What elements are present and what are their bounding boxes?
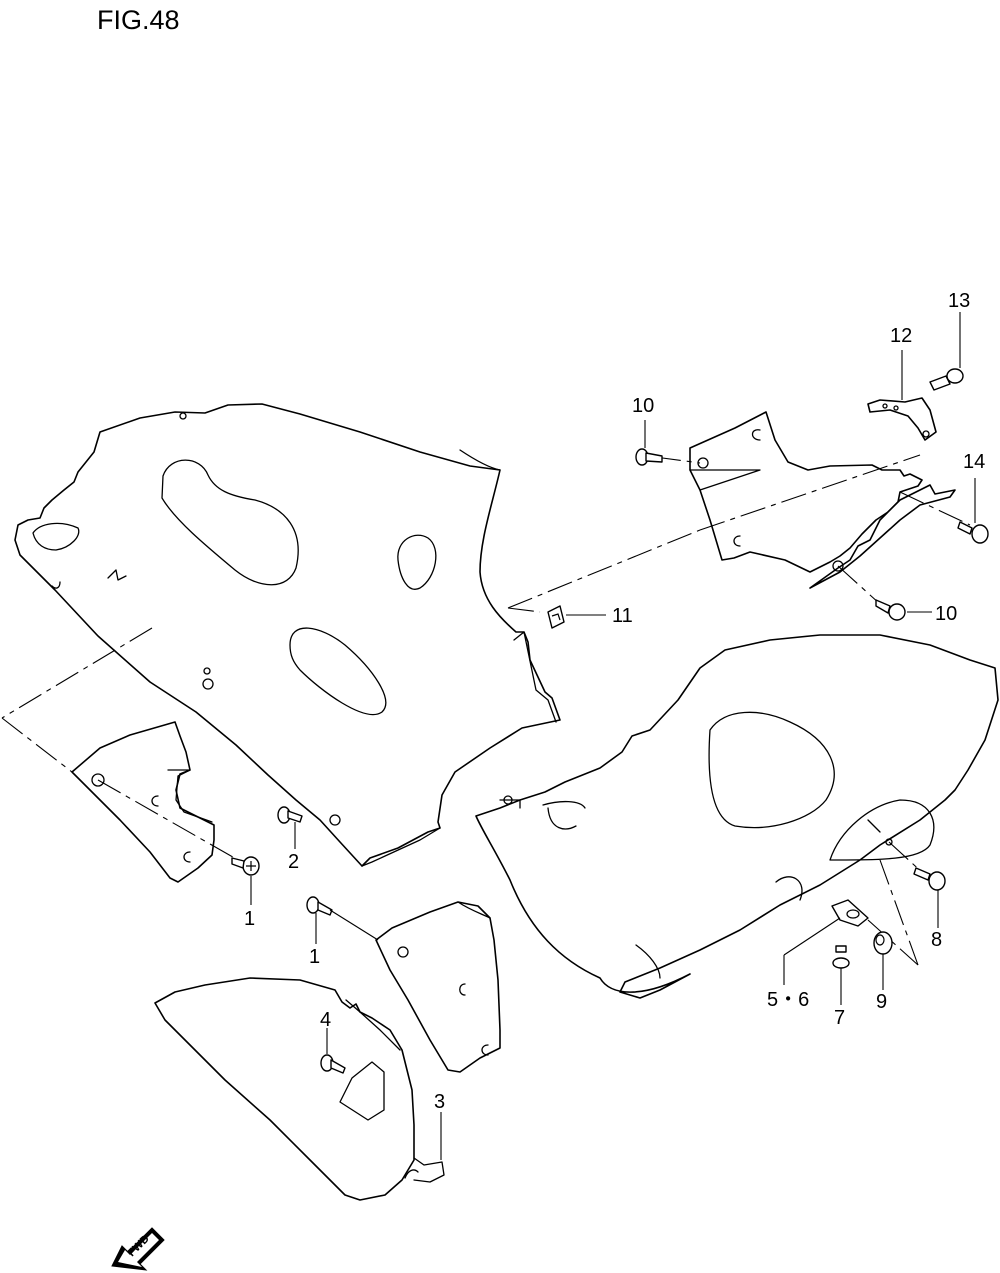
callout-10b: 10 <box>935 603 957 625</box>
fwd-arrow: FWD <box>111 1227 165 1271</box>
bolt-1a <box>231 856 260 876</box>
left-front-side-panel <box>71 721 215 883</box>
clip-5-6 <box>831 899 869 927</box>
part-12-stay <box>867 397 937 441</box>
callout-12: 12 <box>890 325 912 347</box>
left-under-cowling <box>14 403 561 867</box>
leader-lines <box>250 312 976 1160</box>
callout-11: 11 <box>612 605 633 627</box>
callout-13: 13 <box>948 290 970 312</box>
callout-labels: 1 1 2 3 4 5・6 7 8 9 10 10 11 12 13 14 <box>244 290 985 1113</box>
callout-14: 14 <box>963 451 985 473</box>
callout-5-6: 5・6 <box>767 989 809 1011</box>
screw-7 <box>832 945 850 969</box>
bolt-14 <box>957 521 989 544</box>
callout-2: 2 <box>288 851 299 873</box>
bolt-10b <box>875 599 906 621</box>
bolt-1b <box>306 896 333 916</box>
bolt-8 <box>913 867 946 891</box>
callout-7: 7 <box>834 1007 845 1029</box>
inner-lower-panel <box>375 901 501 1073</box>
lower-front-panel <box>154 977 445 1201</box>
callout-1b: 1 <box>309 946 320 968</box>
upper-right-panel <box>689 411 956 589</box>
grommet-9 <box>873 931 893 955</box>
nut-11 <box>547 605 565 629</box>
bolt-4 <box>320 1054 346 1074</box>
callout-8: 8 <box>931 929 942 951</box>
callout-9: 9 <box>876 991 887 1013</box>
bolt-13 <box>929 368 964 391</box>
callout-1a: 1 <box>244 908 255 930</box>
callout-3: 3 <box>434 1091 445 1113</box>
right-under-cowling <box>475 634 999 999</box>
bolt-10a <box>635 448 663 466</box>
bolt-2 <box>277 806 303 824</box>
figure-title: FIG.48 <box>97 5 180 35</box>
callout-4: 4 <box>320 1009 331 1031</box>
callout-10a: 10 <box>632 395 654 417</box>
